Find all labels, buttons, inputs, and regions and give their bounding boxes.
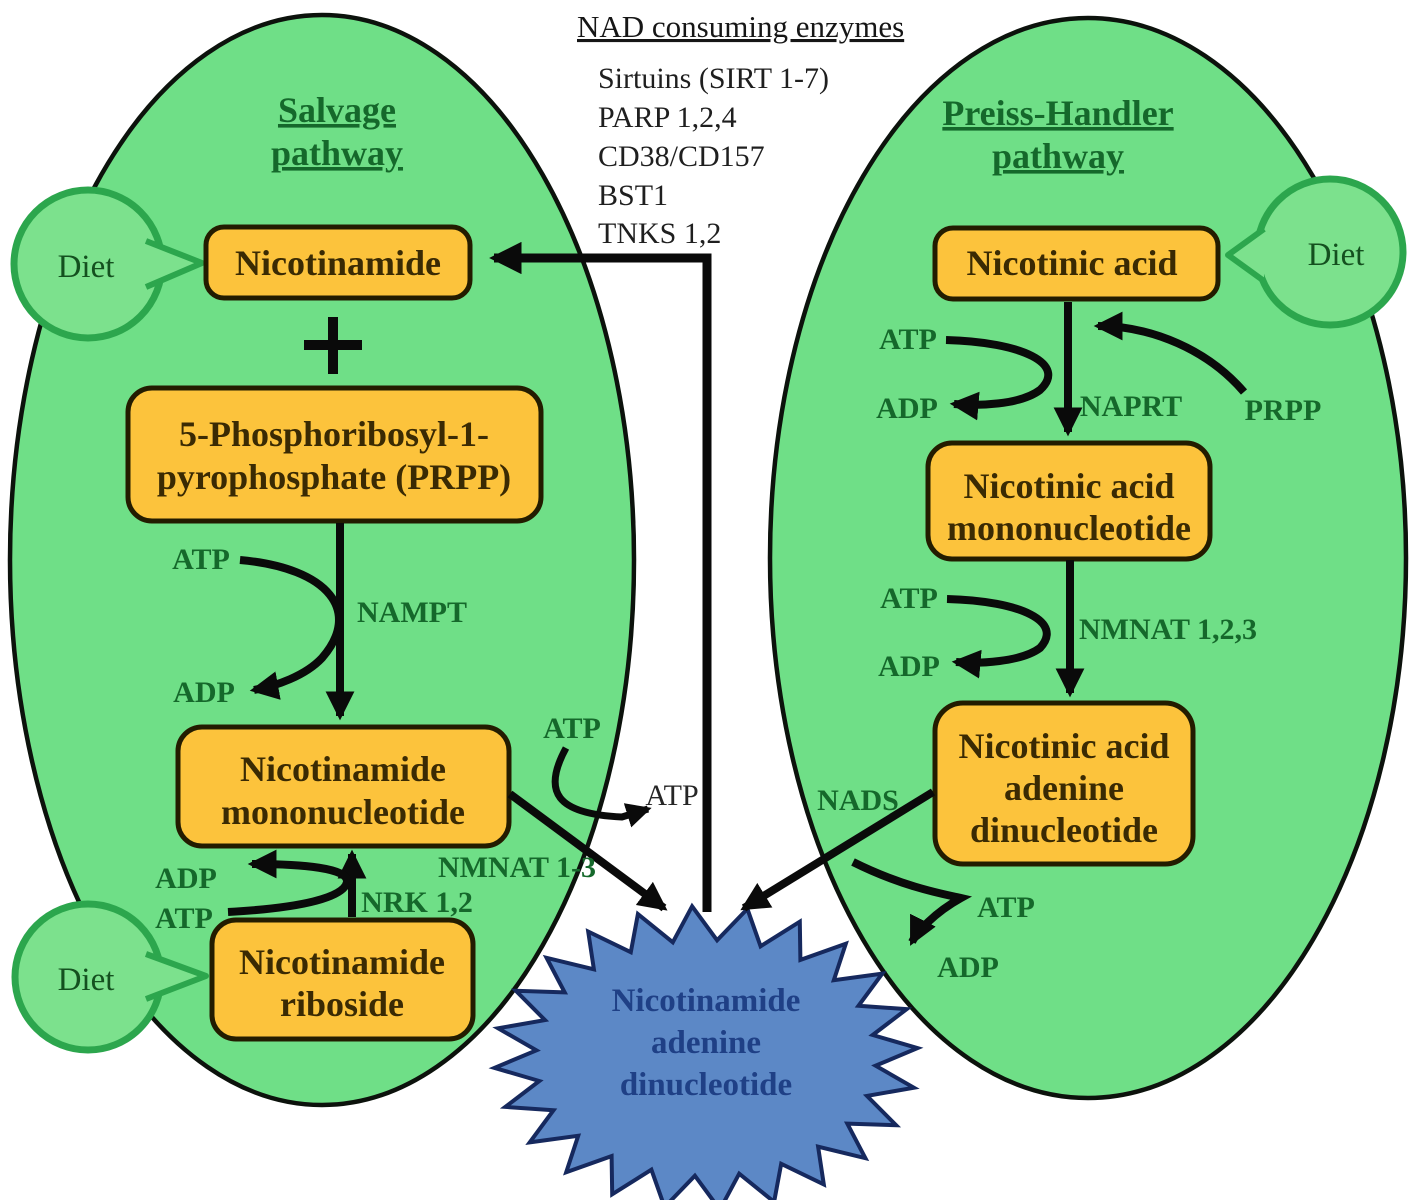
atp-adp-curve-nads bbox=[851, 858, 973, 946]
diet-bubble-top-left: Diet bbox=[10, 186, 205, 342]
atp-label-nads: ATP bbox=[977, 891, 1035, 924]
atp-label-naprt: ATP bbox=[879, 323, 937, 356]
nads-arrow bbox=[740, 788, 936, 912]
adp-label-nampt: ADP bbox=[173, 676, 235, 709]
plus-sign bbox=[304, 317, 362, 374]
adp-label-nads: ADP bbox=[937, 951, 999, 984]
nampt-enzyme-label: NAMPT bbox=[357, 596, 467, 629]
nad-label-line1: Nicotinamide bbox=[612, 983, 801, 1019]
nmnat13-enzyme-label: NMNAT 1-3 bbox=[438, 851, 596, 884]
enzyme-item-tnks: TNKS 1,2 bbox=[598, 217, 721, 250]
nicotinamide-riboside-box bbox=[209, 917, 476, 1042]
naad-label-line3: dinucleotide bbox=[970, 810, 1158, 850]
naprt-enzyme-label: NAPRT bbox=[1080, 390, 1182, 423]
diet-label: Diet bbox=[58, 249, 115, 285]
nmn-label-line2: mononucleotide bbox=[221, 792, 465, 832]
nad-to-nicotinamide-arrow bbox=[489, 241, 712, 912]
adp-label-nrk: ADP bbox=[155, 862, 217, 895]
nmn-to-nad-arrow bbox=[507, 790, 668, 912]
enzyme-item-sirtuins: Sirtuins (SIRT 1-7) bbox=[598, 62, 829, 95]
diet-bubble-bottom-left: Diet bbox=[11, 900, 209, 1054]
prpp-substrate-label: PRPP bbox=[1245, 394, 1322, 427]
nad-consuming-enzymes-title: NAD consuming enzymes bbox=[577, 9, 904, 44]
prpp-box bbox=[125, 385, 544, 524]
nicotinic-acid-label: Nicotinic acid bbox=[967, 243, 1178, 283]
namn-label-line2: mononucleotide bbox=[947, 508, 1191, 548]
nicotinic-acid-mononucleotide-box bbox=[925, 440, 1213, 562]
enzyme-item-cd38: CD38/CD157 bbox=[598, 140, 765, 173]
naad-label-line2: adenine bbox=[1004, 768, 1124, 808]
diet-label: Diet bbox=[58, 962, 115, 998]
enzyme-item-parp: PARP 1,2,4 bbox=[598, 101, 737, 134]
salvage-title-line2: pathway bbox=[271, 133, 403, 173]
nicotinamide-label: Nicotinamide bbox=[235, 243, 441, 283]
nads-enzyme-label: NADS bbox=[817, 784, 899, 817]
preiss-handler-title-line1: Preiss-Handler bbox=[942, 93, 1173, 133]
nicotinic-acid-adenine-dinucleotide-box bbox=[932, 700, 1196, 867]
atp-label-nampt: ATP bbox=[172, 543, 230, 576]
nr-label-line1: Nicotinamide bbox=[239, 942, 445, 982]
diet-bubble-tail bbox=[144, 951, 209, 1002]
atp-adp-curve-nampt bbox=[239, 556, 343, 700]
salvage-title-line1: Salvage bbox=[278, 90, 396, 130]
diet-bubble-tail bbox=[144, 238, 205, 290]
prpp-curve bbox=[1093, 311, 1248, 395]
naad-label-line1: Nicotinic acid bbox=[959, 726, 1170, 766]
nad-starburst bbox=[488, 902, 924, 1200]
nad-label-line2: adenine bbox=[651, 1025, 761, 1061]
nmn-label-line1: Nicotinamide bbox=[240, 749, 446, 789]
nrk-enzyme-label: NRK 1,2 bbox=[361, 886, 473, 919]
nicotinamide-mononucleotide-box bbox=[175, 724, 512, 849]
enzyme-item-bst1: BST1 bbox=[598, 179, 668, 212]
atp-label-nmnat-in: ATP bbox=[543, 712, 601, 745]
prpp-label-line2: pyrophosphate (PRPP) bbox=[157, 457, 511, 497]
prpp-label-line1: 5-Phosphoribosyl-1- bbox=[179, 414, 489, 454]
atp-label-nmnat-out: ATP bbox=[645, 779, 698, 812]
nad-label-line3: dinucleotide bbox=[620, 1067, 792, 1103]
atp-label-nrk: ATP bbox=[155, 902, 213, 935]
nicotinamide-box bbox=[203, 224, 473, 301]
adp-label-naprt: ADP bbox=[876, 392, 938, 425]
adp-label-nmnat123: ADP bbox=[878, 650, 940, 683]
atp-adp-curve-nmnat123 bbox=[946, 595, 1051, 679]
diet-bubble-top-right: Diet bbox=[1225, 175, 1407, 329]
preiss-handler-title-line2: pathway bbox=[992, 136, 1124, 176]
diet-label: Diet bbox=[1308, 237, 1365, 273]
atp-adp-curve-naprt bbox=[945, 336, 1053, 421]
atp-curve-nmnat bbox=[551, 746, 652, 828]
nicotinic-acid-box bbox=[932, 225, 1221, 302]
nmnat123-enzyme-label: NMNAT 1,2,3 bbox=[1079, 613, 1257, 646]
atp-adp-curve-nrk bbox=[227, 849, 351, 916]
nr-label-line2: riboside bbox=[280, 984, 404, 1024]
diet-bubble-tail bbox=[1225, 226, 1266, 284]
atp-label-nmnat123: ATP bbox=[880, 582, 938, 615]
namn-label-line1: Nicotinic acid bbox=[964, 466, 1175, 506]
